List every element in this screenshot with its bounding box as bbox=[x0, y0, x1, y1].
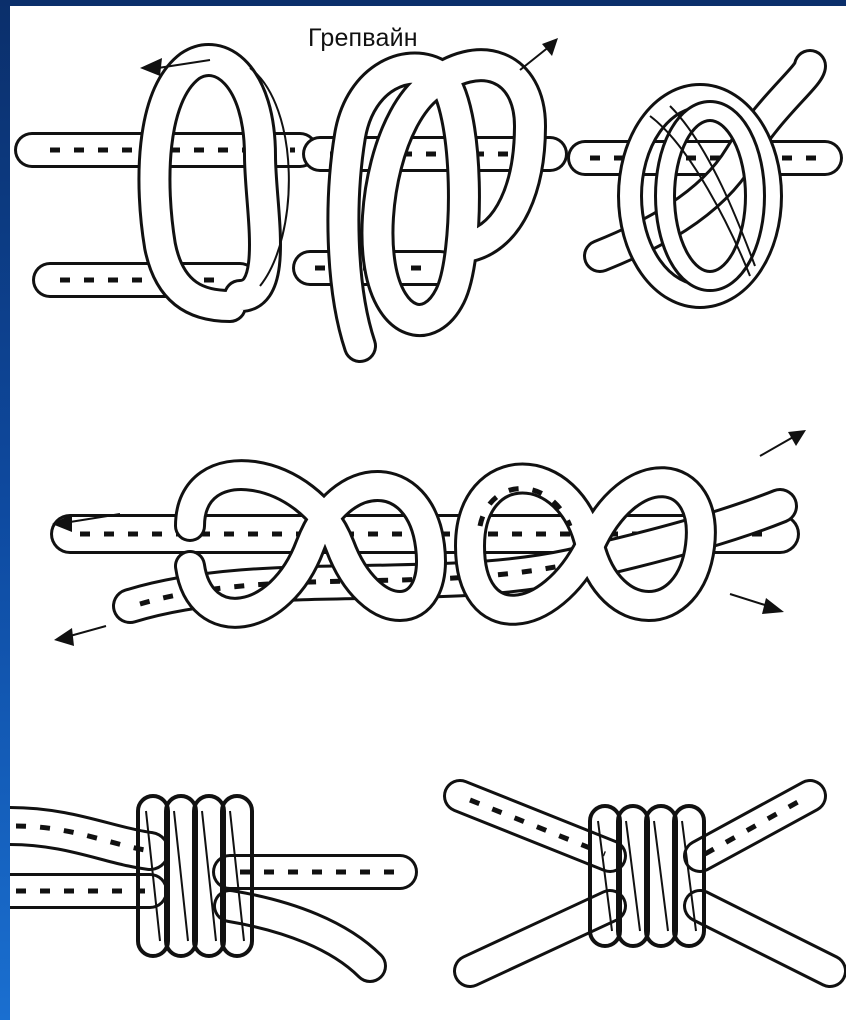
left-border bbox=[0, 0, 10, 1020]
knot-tightening-icon bbox=[52, 430, 806, 646]
knot-step-1-icon bbox=[32, 58, 300, 306]
illustration-canvas: Грепвайн bbox=[10, 6, 846, 1018]
knot-finished-crossed-icon bbox=[460, 796, 830, 971]
knot-illustration bbox=[10, 6, 846, 1018]
knot-step-3-icon bbox=[585, 66, 825, 296]
knot-step-2-icon bbox=[310, 38, 558, 346]
knot-finished-icon bbox=[10, 796, 400, 966]
